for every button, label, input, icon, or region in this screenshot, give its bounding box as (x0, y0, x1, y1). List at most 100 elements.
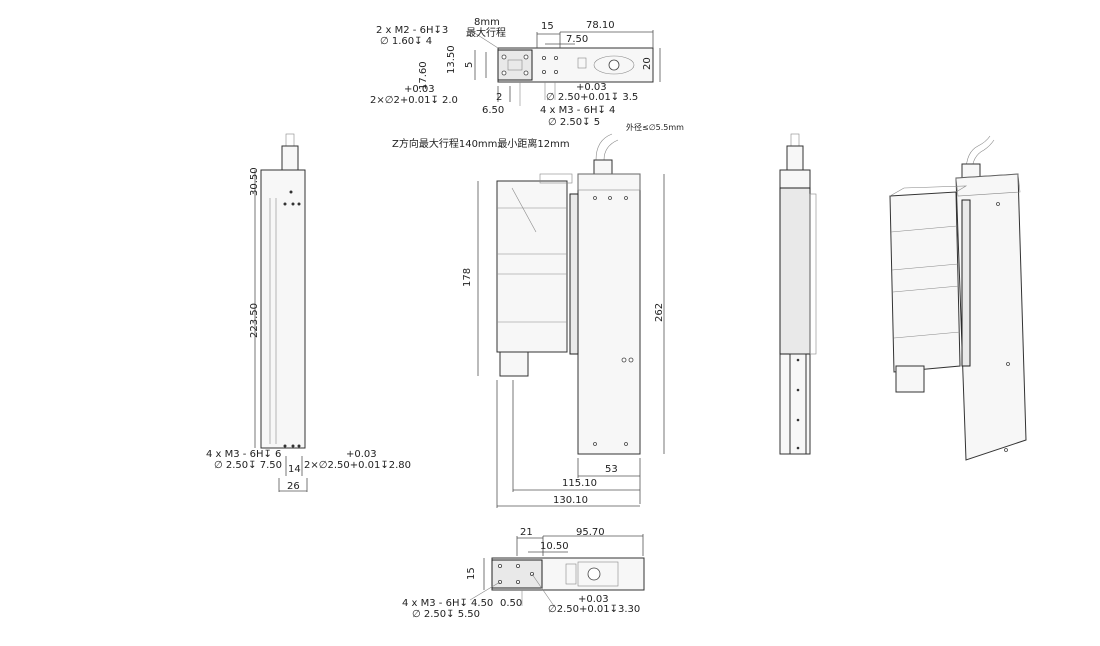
right-view-block (779, 187, 811, 355)
left-view-body (260, 169, 306, 449)
dim-20: 20 (642, 57, 653, 70)
bottom-view-dims: 21 95.70 10.50 15 4 x M3 - 6H↧ 4.50 ∅ 2.… (402, 527, 640, 620)
cable-icon (603, 139, 619, 161)
connector-tab (565, 563, 577, 585)
leader-line (531, 573, 555, 607)
slider-pocket (507, 59, 523, 71)
stroke-line2: 最大行程 (466, 26, 506, 39)
dim-30-50: 30.50 (249, 167, 260, 196)
housing-cap (577, 173, 641, 191)
front-view-dims: Z方向最大行程140mm最小距离12mm 178 262 53 115.10 1… (392, 137, 665, 506)
right-view-guide (809, 193, 817, 355)
hole (996, 202, 1000, 206)
hole (608, 196, 612, 200)
dim-223-50: 223.50 (249, 303, 260, 338)
hole (497, 564, 502, 569)
z-note: Z方向最大行程140mm最小距离12mm (392, 137, 570, 150)
top-view-dims: 2 x M2 - 6H↧3 ∅ 1.60↧ 4 8mm 最大行程 15 78.1… (370, 17, 653, 128)
cable-note: 外径≤∅5.5mm (626, 122, 684, 132)
hole (501, 54, 507, 60)
dim-17-60: 17.60 (418, 61, 429, 90)
guide-rail (569, 193, 579, 355)
dim-14: 14 (288, 464, 301, 475)
leader-line (511, 187, 537, 233)
note-m2-line1: 2 x M2 - 6H↧3 (376, 25, 448, 36)
hole (796, 446, 800, 450)
hole (796, 358, 800, 362)
hole (297, 444, 301, 448)
note-m3-line2: ∅ 2.50↧ 7.50 (214, 460, 282, 471)
dim-7-50: 7.50 (566, 34, 588, 45)
top-view: 2 x M2 - 6H↧3 ∅ 1.60↧ 4 8mm 最大行程 15 78.1… (370, 17, 661, 128)
front-view: Z方向最大行程140mm最小距离12mm 178 262 53 115.10 1… (392, 122, 684, 508)
hole (542, 70, 547, 75)
note-m3-line1: 4 x M3 - 6H↧ 4.50 (402, 598, 493, 609)
iso-seam (891, 263, 959, 271)
dim-6-50: 6.50 (482, 105, 504, 116)
cable-gland (961, 163, 981, 179)
left-view-dims: 30.50 223.50 4 x M3 - 6H↧ 6 ∅ 2.50↧ 7.50… (206, 167, 411, 492)
hole (621, 357, 627, 363)
hole (283, 202, 287, 206)
tol: 2×∅2.50+0.01↧2.80 (304, 460, 411, 471)
bottom-end-cap (577, 561, 619, 587)
iso-motor-stub (895, 365, 925, 393)
hole (289, 190, 293, 194)
hole (523, 70, 529, 76)
hole (523, 54, 529, 60)
dim-15: 15 (466, 567, 477, 580)
dim-262: 262 (654, 303, 665, 322)
hole (593, 196, 597, 200)
hook-icon (587, 567, 601, 581)
iso-block-top (889, 185, 968, 197)
tol-plus: +0.03 (578, 594, 609, 605)
dim-5: 5 (464, 62, 475, 68)
hole (516, 580, 521, 585)
tol-left-plus: +0.03 (404, 84, 435, 95)
stroke-line1: 8mm (474, 17, 500, 28)
dim-53: 53 (605, 464, 618, 475)
cable-gland (786, 145, 804, 171)
dim-0-50: 0.50 (500, 598, 522, 609)
hole (516, 564, 521, 569)
iso-housing-cap (955, 173, 1021, 197)
tol-right: ∅ 2.50+0.01↧ 3.5 (546, 92, 638, 103)
tol-plus: +0.03 (346, 449, 377, 460)
iso-moving-block (889, 191, 961, 373)
dim-2: 2 (496, 92, 502, 103)
dim-10-50: 10.50 (540, 541, 569, 552)
hole (1004, 448, 1008, 452)
cable-icon (595, 133, 613, 161)
cable-icon (965, 135, 991, 173)
hole (624, 196, 628, 200)
hole (501, 70, 507, 76)
dim-78-10: 78.10 (586, 20, 615, 31)
iso-seam (892, 285, 960, 293)
dim-95-70: 95.70 (576, 527, 605, 538)
cable-gland-outline (593, 55, 635, 75)
front-view-moving-block (496, 180, 568, 353)
motor-stub (499, 351, 529, 377)
hole (283, 444, 287, 448)
hole (593, 442, 597, 446)
note-m3-line2: ∅ 2.50↧ 5.50 (412, 609, 480, 620)
note-m2-line2: ∅ 1.60↧ 4 (380, 36, 432, 47)
hole (796, 388, 800, 392)
leader-line (469, 29, 499, 49)
bottom-view: 21 95.70 10.50 15 4 x M3 - 6H↧ 4.50 ∅ 2.… (402, 527, 645, 620)
tol-right-plus: +0.03 (576, 82, 607, 93)
leader-line (469, 581, 501, 601)
dim-130-10: 130.10 (553, 495, 588, 506)
hole (554, 56, 559, 61)
note-m3-line2: ∅ 2.50↧ 5 (548, 117, 600, 128)
dim-15: 15 (541, 21, 554, 32)
connector-tab (577, 57, 587, 69)
hole (628, 357, 634, 363)
iso-seam (890, 225, 958, 233)
dim-21: 21 (520, 527, 533, 538)
cable-note-group: 外径≤∅5.5mm (626, 122, 684, 132)
hole (542, 56, 547, 61)
hole (291, 444, 295, 448)
dim-13-50: 13.50 (446, 45, 457, 74)
